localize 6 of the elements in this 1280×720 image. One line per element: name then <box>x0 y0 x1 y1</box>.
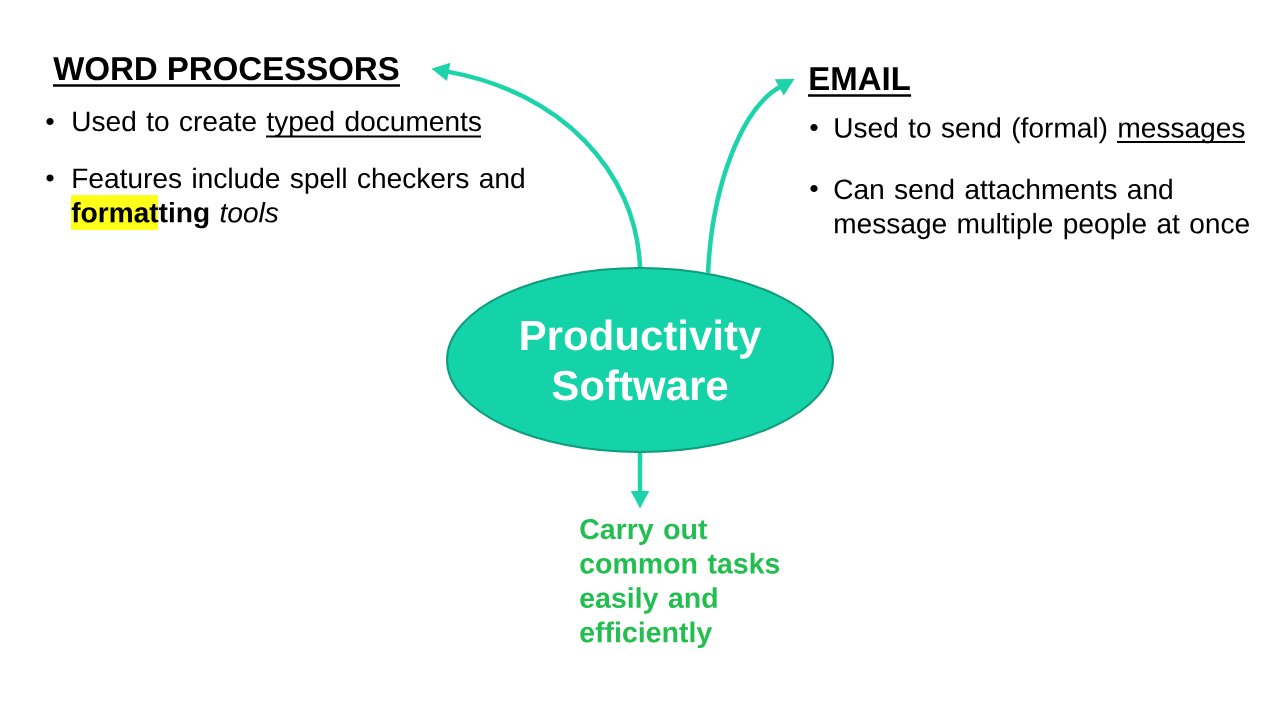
note-text: Carry out common tasks easily and efficiently <box>580 519 780 649</box>
heading: WORD PROCESSORS <box>53 56 400 87</box>
bullet-text: Can send attachments and message multiple people at once <box>834 178 1249 240</box>
heading: EMAIL <box>808 67 912 97</box>
bullet-text: Used to create typed documents <box>73 110 482 138</box>
bullet-text: Used to send (formal) messages <box>835 117 1246 144</box>
